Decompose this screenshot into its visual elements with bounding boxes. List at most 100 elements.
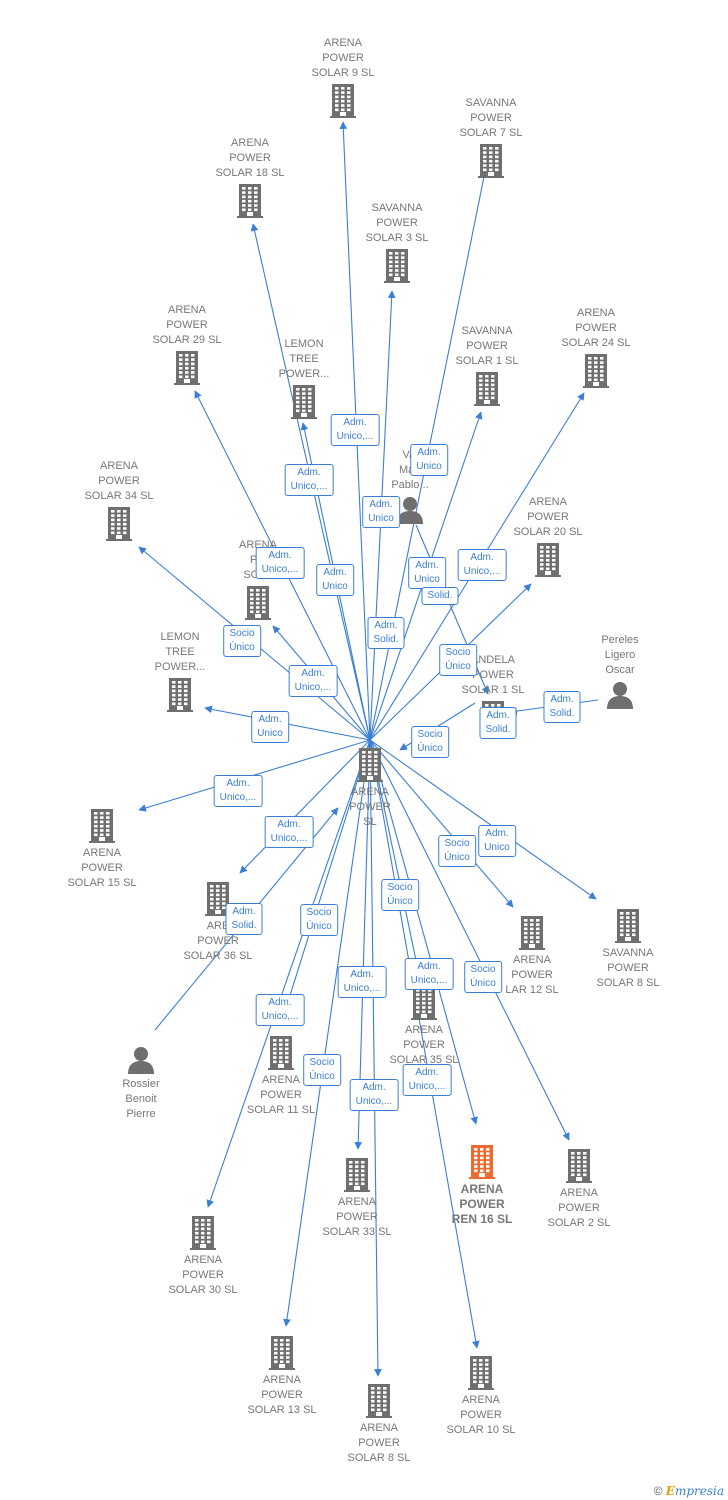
edge-label[interactable]: Adm.Unico,... [457, 549, 507, 581]
node-label-line: ARENA [560, 1187, 598, 1199]
node-label-line: SOLAR 24 SL [561, 337, 631, 349]
edge-label[interactable]: Solid. [421, 587, 459, 605]
building-icon [143, 1216, 263, 1250]
edge-label[interactable]: Adm.Unico [251, 711, 289, 743]
edge-label[interactable]: Adm.Solid. [225, 903, 263, 935]
building-icon [244, 385, 364, 419]
node-label-line: SOLAR 8 SL [347, 1452, 411, 1464]
edge-label[interactable]: Adm.Unico [316, 564, 354, 596]
edge-label[interactable]: Adm.Unico,... [213, 775, 263, 807]
node-label-line: ARENA [231, 137, 269, 149]
edge-label[interactable]: Adm.Unico,... [330, 414, 380, 446]
building-icon [127, 351, 247, 385]
node-label-line: POWER [81, 862, 123, 874]
edge-label-line: Unico,... [410, 975, 448, 986]
edge-label-line: Adm. [417, 447, 441, 458]
node-label-line: Benoit [125, 1093, 157, 1105]
edge-label[interactable]: Adm.Unico,... [349, 1079, 399, 1111]
node-label-line: SAVANNA [465, 97, 517, 109]
edge-label[interactable]: Adm.Unico [362, 496, 400, 528]
edge-label[interactable]: Adm.Solid. [543, 691, 581, 723]
building-icon [42, 809, 162, 843]
node-label-line: Pereles [601, 634, 639, 646]
edge-label-line: Adm. [232, 906, 256, 917]
edge-label[interactable]: Adm.Unico [408, 557, 446, 589]
edge-label-line: Único [387, 896, 413, 907]
node-label-line: ARENA [262, 1074, 300, 1086]
edge-label-line: Unico [257, 728, 283, 739]
edge-label[interactable]: Adm.Solid. [479, 707, 517, 739]
node-label-line: POWER [511, 969, 553, 981]
node-label-line: POWER [459, 1197, 505, 1211]
edge-label-line: Socio [309, 1057, 335, 1068]
edge-label[interactable]: Adm.Solid. [367, 617, 405, 649]
edge-label[interactable]: Adm.Unico,... [284, 464, 334, 496]
edge-label[interactable]: Adm.Unico,... [404, 958, 454, 990]
edge-center-s12 [369, 739, 514, 908]
company-node-s15[interactable]: ARENA POWER SOLAR 15 SL [42, 809, 162, 891]
edge-label-line: Adm. [369, 499, 393, 510]
node-label-line: SOLAR 18 SL [215, 167, 285, 179]
edge-label[interactable]: Adm.Unico,... [255, 547, 305, 579]
edge-label[interactable]: Adm.Unico,... [255, 994, 305, 1026]
edge-label-line: Único [309, 1071, 335, 1082]
edge-label-line: Adm. [415, 1067, 439, 1078]
edge-label-line: Adm. [374, 620, 398, 631]
node-label-line: SOLAR 15 SL [67, 877, 137, 889]
node-label-line: Ligero [604, 649, 636, 661]
edge-label[interactable]: Adm.Unico,... [288, 665, 338, 697]
edge-label[interactable]: Adm.Unico [478, 825, 516, 857]
edge-center-s13 [283, 739, 371, 1327]
node-label-line: ARENA [83, 847, 121, 859]
edge-label[interactable]: Adm.Unico [410, 444, 448, 476]
edge-label[interactable]: Adm.Unico,... [402, 1064, 452, 1096]
node-label-line: ARENA [462, 1394, 500, 1406]
edge-center-s2 [369, 739, 570, 1141]
edge-label[interactable]: Adm.Unico,... [264, 816, 314, 848]
node-label-line: POWER [575, 322, 617, 334]
node-label-line: LEMON [284, 338, 324, 350]
edge-label-line: Unico,... [290, 481, 328, 492]
node-label-line: LEMON [160, 631, 200, 643]
edge-label[interactable]: Adm.Unico,... [337, 966, 387, 998]
node-label-line: SOLAR 1 SL [461, 684, 525, 696]
